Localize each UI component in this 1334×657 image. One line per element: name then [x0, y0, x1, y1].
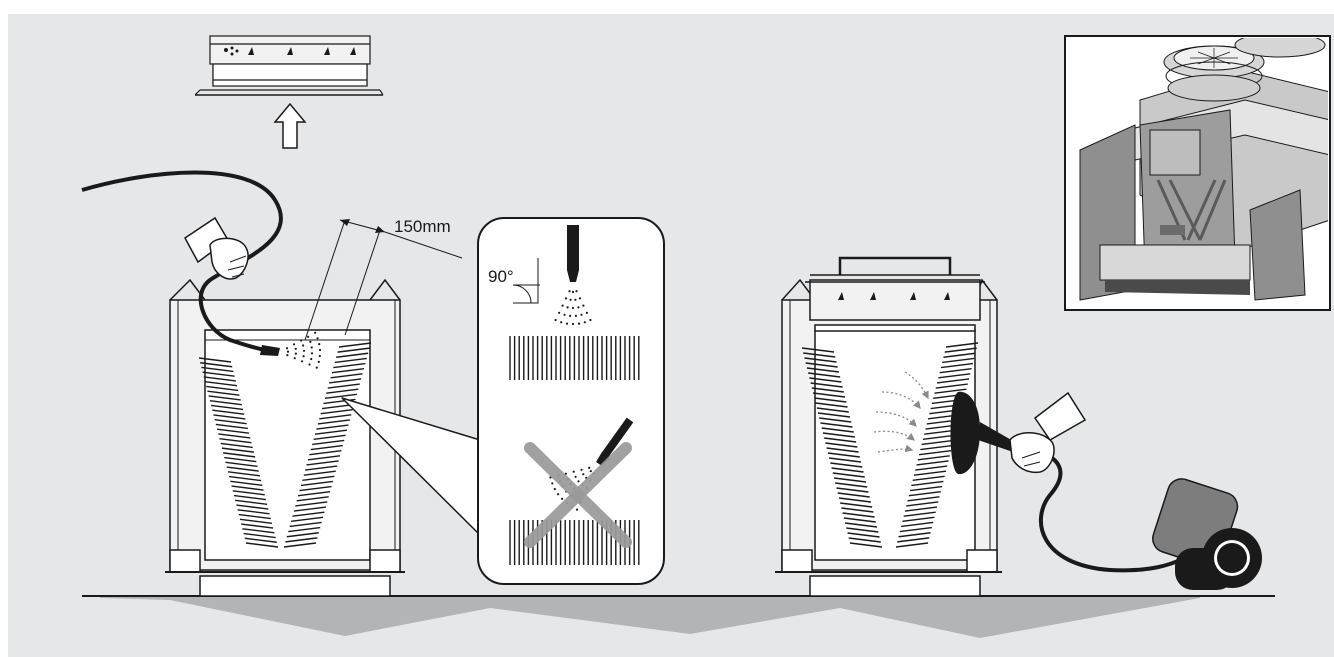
mist-droplet: [557, 493, 559, 495]
mist-droplet: [563, 314, 565, 316]
mist-droplet: [319, 349, 321, 351]
mist-droplet: [586, 312, 588, 314]
mist-droplet: [308, 363, 310, 365]
mist-droplet: [558, 312, 560, 314]
cooler-unit-left: [165, 280, 405, 596]
mist-droplet: [575, 290, 577, 292]
mist-droplet: [565, 297, 567, 299]
mist-droplet: [567, 306, 569, 308]
mist-droplet: [575, 476, 577, 478]
mist-droplet: [302, 344, 304, 346]
mist-droplet: [307, 336, 309, 338]
mist-droplet: [310, 358, 312, 360]
mist-droplet: [303, 350, 305, 352]
mist-droplet: [584, 321, 586, 323]
mist-droplet: [577, 306, 579, 308]
mist-droplet: [568, 290, 570, 292]
mist-droplet: [314, 332, 316, 334]
mist-droplet: [570, 299, 572, 301]
mist-droplet: [287, 351, 289, 353]
mist-droplet: [575, 315, 577, 317]
mist-droplet: [578, 323, 580, 325]
mist-droplet: [566, 323, 568, 325]
mist-droplet: [589, 319, 591, 321]
mist-droplet: [560, 321, 562, 323]
mist-droplet: [580, 314, 582, 316]
mist-droplet: [295, 348, 297, 350]
mist-droplet: [579, 297, 581, 299]
mist-droplet: [551, 482, 553, 484]
mist-droplet: [580, 469, 582, 471]
mist-droplet: [572, 323, 574, 325]
mist-droplet: [569, 315, 571, 317]
mist-droplet: [562, 305, 564, 307]
mist-droplet: [318, 343, 320, 345]
mist-droplet: [582, 305, 584, 307]
detail-callout: 90°: [478, 218, 664, 584]
mist-droplet: [317, 337, 319, 339]
mist-droplet: [582, 473, 584, 475]
mist-droplet: [303, 355, 305, 357]
mist-droplet: [588, 467, 590, 469]
mist-droplet: [294, 357, 296, 359]
mist-droplet: [574, 299, 576, 301]
mist-droplet: [572, 291, 574, 293]
mist-droplet: [311, 346, 313, 348]
mist-droplet: [293, 343, 295, 345]
mist-droplet: [316, 367, 318, 369]
mist-droplet: [301, 360, 303, 362]
angle-label: 90°: [488, 267, 514, 286]
mist-droplet: [555, 319, 557, 321]
mist-droplet: [311, 352, 313, 354]
mist-droplet: [590, 470, 592, 472]
mist-droplet: [572, 307, 574, 309]
mist-droplet: [295, 353, 297, 355]
mist-droplet: [286, 354, 288, 356]
mist-droplet: [576, 509, 578, 511]
mist-droplet: [309, 341, 311, 343]
inset-isometric-view: [1065, 33, 1330, 310]
mist-droplet: [286, 347, 288, 349]
removed-fan-deck: [195, 36, 383, 95]
mist-droplet: [319, 355, 321, 357]
mist-droplet: [554, 488, 556, 490]
mist-droplet: [561, 498, 563, 500]
mist-droplet: [300, 339, 302, 341]
distance-label: 150mm: [394, 217, 451, 236]
mist-droplet: [577, 480, 579, 482]
mist-droplet: [318, 361, 320, 363]
mist-droplet: [573, 471, 575, 473]
